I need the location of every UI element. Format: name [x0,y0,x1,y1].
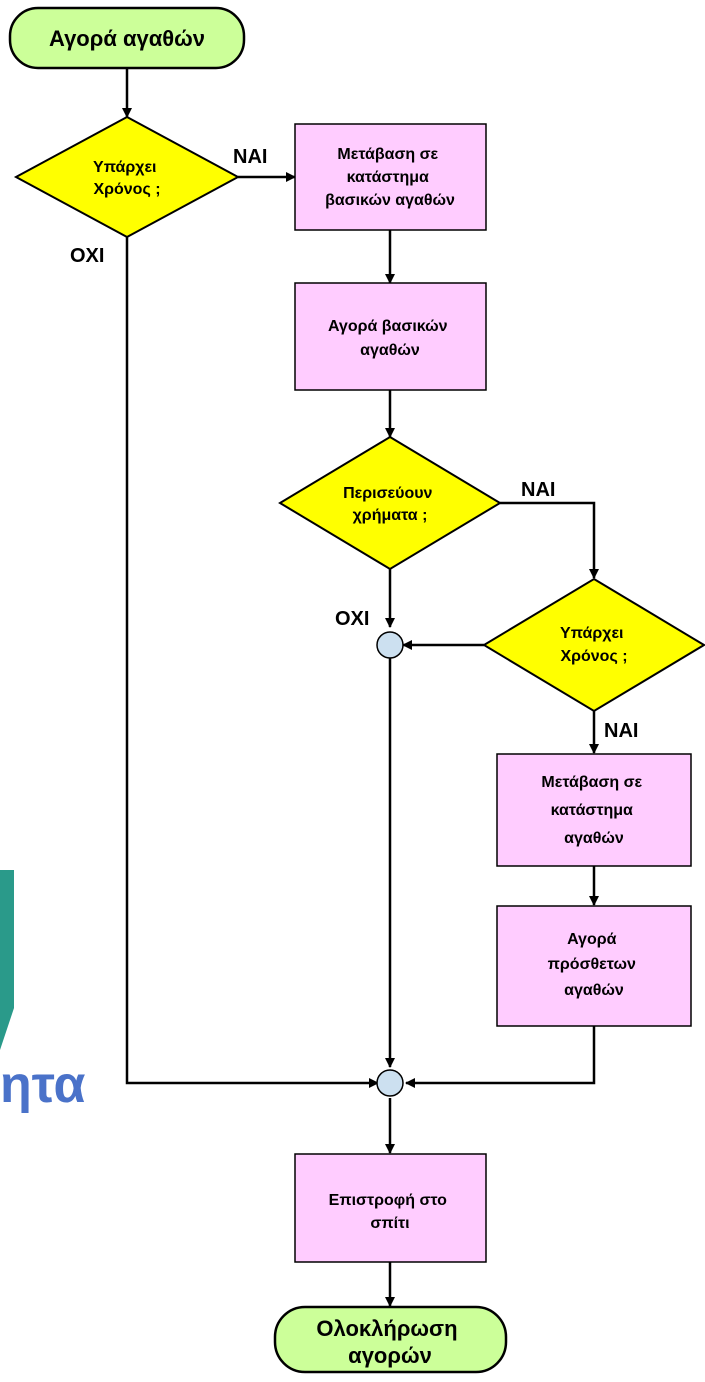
svg-text:Επιστροφή στο σπίτι: Επιστροφή στο σπίτι [329,1192,452,1232]
edge-process4-connector2 [405,1026,596,1088]
edge-decision2-yes [500,501,599,579]
decision-time-1-line2: Χρόνος ; [93,181,160,198]
process-buy-basic-line2: αγαθών [360,342,420,359]
svg-text:Ολοκλήρωση αγορών: Ολοκλήρωση αγορών [316,1316,463,1368]
connector-merge-2 [376,1069,404,1097]
process-go-store: Μετάβαση σε κατάστημα αγαθών [496,753,692,867]
process-buy-basic: Αγορά βασικών αγαθών [294,282,487,391]
svg-text:Αγορά βασικών αγαθών: Αγορά βασικών αγαθών [328,318,452,359]
decision-money-left-line2: χρήματα ; [353,507,428,524]
decision-money-left-line1: Περισεύουν [343,485,432,502]
connector-merge-1 [376,631,404,659]
decision-money-left: Περισεύουν χρήματα ; [278,435,502,571]
svg-text:Αγορά πρόσθετων αγ: Αγορά πρόσθετων αγαθών [548,931,641,999]
process-go-store-line3: αγαθών [564,830,624,847]
process-go-basic-store-line1: Μετάβαση σε [337,146,438,163]
decision-time-2: Υπάρχει Χρόνος ; [482,577,705,713]
process-go-store-line2: κατάστημα [551,802,633,819]
edge-decision1-no [125,237,379,1088]
label-no-2: ΟΧΙ [335,608,369,630]
decision-time-1: Υπάρχει Χρόνος ; [13,115,241,239]
label-yes-1: ΝΑΙ [233,146,267,168]
process-go-store-line1: Μετάβαση σε [541,774,642,791]
svg-text:Μετάβαση σε κατάστημα: Μετάβαση σε κατάστημα βασικών αγαθών [325,146,455,209]
end-line2: αγορών [348,1343,432,1368]
process-go-basic-store-line2: κατάστημα [347,169,429,186]
decision-time-1-line1: Υπάρχει [93,159,156,176]
decision-time-2-line2: Χρόνος ; [560,648,627,665]
label-yes-2: ΝΑΙ [521,479,555,501]
process-buy-extra-line1: Αγορά [567,931,617,948]
process-buy-basic-line1: Αγορά βασικών [328,318,448,335]
process-go-basic-store-line3: βασικών αγαθών [325,192,455,209]
label-no-1: ΟΧΙ [70,245,104,267]
label-yes-3: ΝΑΙ [604,720,638,742]
process-return-home-line2: σπίτι [370,1215,409,1232]
start-terminal: Αγορά αγαθών [8,6,246,70]
end-terminal: Ολοκλήρωση αγορών [273,1305,508,1374]
background-teal-shape [0,870,14,1050]
start-label: Αγορά αγαθών [49,26,205,51]
process-return-home: Επιστροφή στο σπίτι [294,1153,487,1263]
process-buy-extra: Αγορά πρόσθετων αγαθών [496,905,692,1027]
process-buy-extra-line3: αγαθών [564,982,624,999]
svg-text:Μετάβαση σε κατάστημα: Μετάβαση σε κατάστημα αγαθών [541,774,646,847]
svg-text:Υπάρχει Χρόνος ;: Υπάρχει Χρόνος ; [560,625,628,665]
process-buy-extra-line2: πρόσθετων [548,956,636,973]
decision-time-1-label: Υπάρχει Χρόνος ; [93,159,161,198]
decision-time-2-line1: Υπάρχει [560,625,623,642]
process-return-home-line1: Επιστροφή στο [329,1192,447,1209]
end-line1: Ολοκλήρωση [316,1316,457,1341]
svg-text:Περισεύουν χρήματα ;: Περισεύουν χρήματα ; [343,485,437,524]
process-go-basic-store: Μετάβαση σε κατάστημα βασικών αγαθών [294,123,487,231]
background-text: ητα [0,1056,86,1114]
